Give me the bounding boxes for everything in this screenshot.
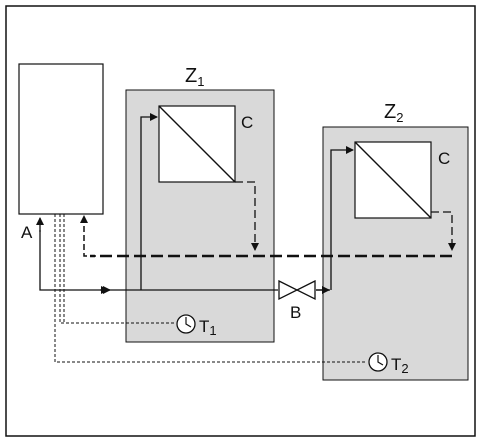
zone-1-coil-icon — [158, 105, 236, 183]
return-riser — [80, 215, 96, 257]
boiler-port-label: A — [21, 223, 33, 242]
thermostat-wiring — [54, 214, 367, 363]
thermostat-2-clock-icon — [368, 352, 388, 372]
zone-2-label: Z2 — [384, 101, 403, 125]
boiler-unit — [18, 63, 104, 215]
thermostat-1-label: T1 — [199, 317, 217, 338]
thermostat-1-clock-icon — [176, 314, 196, 334]
supply-pipe — [39, 113, 354, 294]
zone-2-coil-icon — [354, 141, 432, 219]
thermostat-2-label: T2 — [391, 355, 409, 376]
zone-1-label: Z1 — [185, 65, 204, 89]
valve-label: B — [290, 303, 301, 322]
zone-2-coil-label: C — [438, 149, 450, 168]
zone-1-return-dashed — [235, 181, 259, 251]
zone-1-coil-label: C — [241, 113, 253, 132]
valve-icon — [278, 279, 316, 301]
zone-2-return-dashed — [431, 211, 456, 251]
